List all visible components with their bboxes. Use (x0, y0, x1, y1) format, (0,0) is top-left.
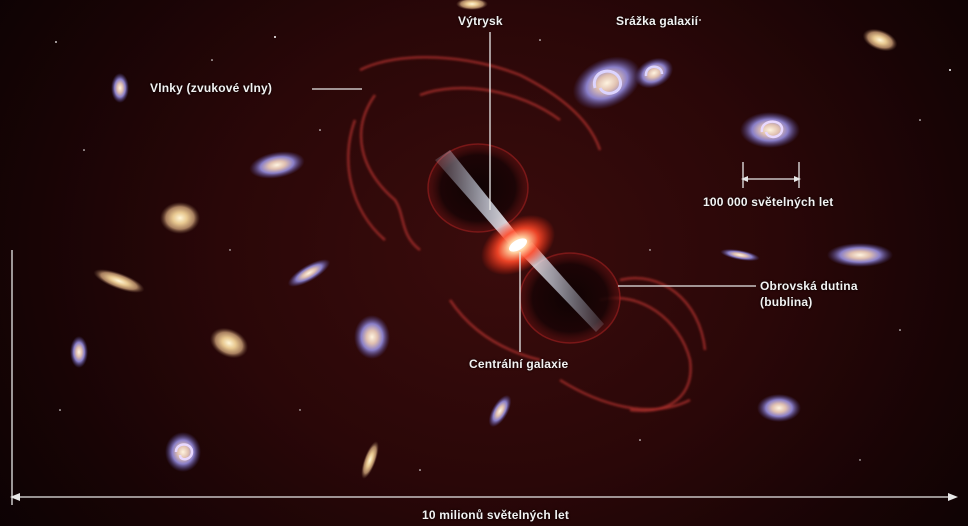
galaxy (247, 147, 307, 182)
galaxy (484, 391, 516, 430)
cluster-galaxies (70, 0, 900, 481)
galaxy (719, 247, 760, 264)
galaxy (160, 202, 200, 234)
arrowhead (794, 176, 801, 182)
galaxy (284, 254, 334, 292)
collision-label: Srážka galaxií (616, 14, 698, 28)
galaxy (358, 439, 383, 481)
galaxy (70, 336, 88, 368)
cavity-label: Obrovská dutina (760, 279, 858, 293)
arrowhead (948, 493, 958, 501)
central-galaxy-label: Centrální galaxie (469, 357, 568, 371)
galaxy (456, 0, 488, 10)
scale-label: 10 milionů světelných let (422, 508, 569, 522)
galaxy (827, 243, 893, 267)
colliding-galaxies (564, 46, 678, 120)
galaxy (757, 394, 801, 422)
ripples-label: Vlnky (zvukové vlny) (150, 81, 272, 95)
arrowhead (741, 176, 748, 182)
galaxy (91, 264, 147, 298)
galaxy (354, 315, 390, 359)
galaxy (111, 73, 129, 103)
galaxy-size-label: 100 000 světelných let (703, 195, 833, 209)
pointer-lines (12, 32, 948, 505)
galaxy (205, 322, 253, 364)
galaxy (740, 112, 800, 148)
jet-label: Výtrysk (458, 14, 503, 28)
galaxy (860, 24, 901, 55)
galaxy (165, 432, 201, 472)
cavity-label-sub: (bublina) (760, 295, 812, 309)
